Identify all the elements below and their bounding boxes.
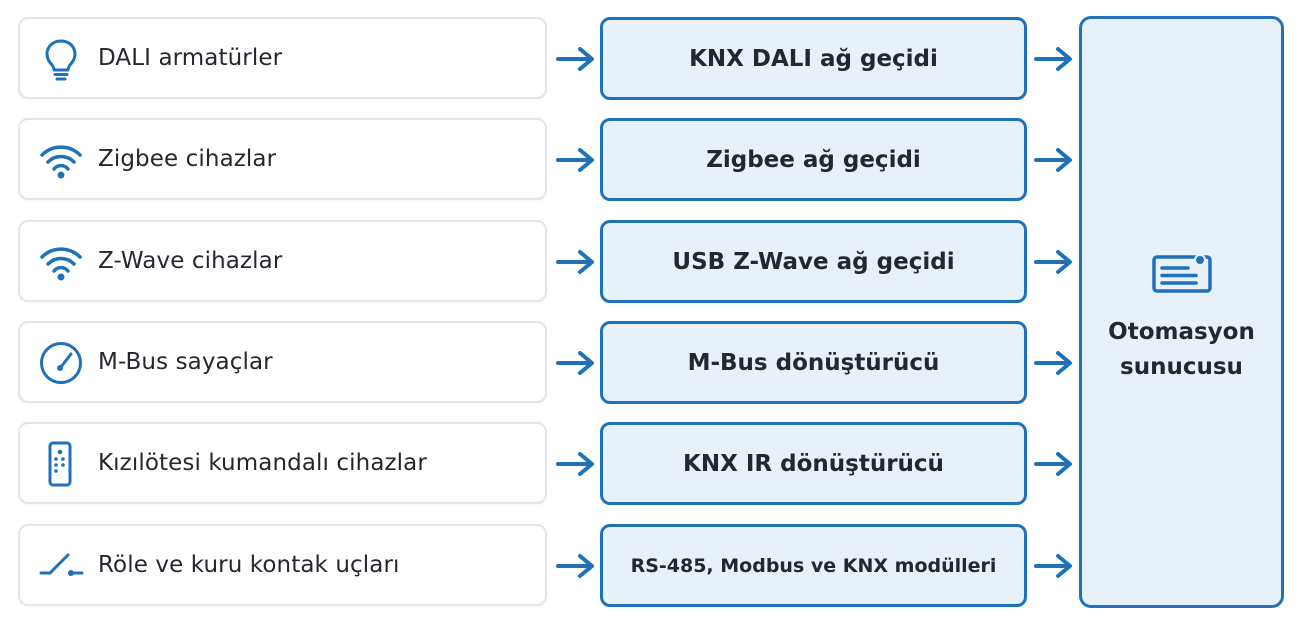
device-zwave: Z-Wave cihazlar	[18, 220, 547, 302]
automation-server: Otomasyon sunucusu	[1079, 16, 1284, 608]
gateway-mbus-converter: M-Bus dönüştürücü	[600, 321, 1027, 404]
arrow-right-icon	[1034, 148, 1072, 172]
switch-contact-icon	[38, 543, 84, 589]
device-label: Zigbee cihazlar	[98, 146, 277, 172]
arrow-right-icon	[1034, 47, 1072, 71]
arrow-right-icon	[556, 452, 594, 476]
lightbulb-icon	[38, 36, 84, 82]
server-label-line2: sunucusu	[1120, 354, 1243, 380]
arrow-right-icon	[1034, 250, 1072, 274]
device-dali: DALI armatürler	[18, 17, 547, 99]
server-label-line1: Otomasyon	[1108, 319, 1255, 345]
device-label: Röle ve kuru kontak uçları	[98, 552, 400, 578]
gateway-knx-dali: KNX DALI ağ geçidi	[600, 17, 1027, 100]
device-label: Kızılötesi kumandalı cihazlar	[98, 450, 427, 476]
meter-gauge-icon	[38, 340, 84, 386]
device-zigbee: Zigbee cihazlar	[18, 118, 547, 200]
device-label: Z-Wave cihazlar	[98, 248, 283, 274]
device-relay: Röle ve kuru kontak uçları	[18, 524, 547, 606]
arrow-right-icon	[1034, 554, 1072, 578]
server-icon	[1152, 254, 1212, 293]
gateway-rs485-modbus-knx-modules: RS-485, Modbus ve KNX modülleri	[600, 524, 1027, 607]
arrow-right-icon	[556, 250, 594, 274]
device-label: M-Bus sayaçlar	[98, 349, 273, 375]
gateway-zigbee: Zigbee ağ geçidi	[600, 118, 1027, 201]
server-label: Otomasyon sunucusu	[1082, 315, 1281, 385]
arrow-right-icon	[556, 351, 594, 375]
gateway-usb-zwave: USB Z-Wave ağ geçidi	[600, 220, 1027, 303]
gateway-knx-ir-converter: KNX IR dönüştürücü	[600, 422, 1027, 505]
wifi-icon	[38, 137, 84, 183]
device-ir: Kızılötesi kumandalı cihazlar	[18, 422, 547, 504]
arrow-right-icon	[556, 47, 594, 71]
device-mbus: M-Bus sayaçlar	[18, 321, 547, 403]
arrow-right-icon	[1034, 351, 1072, 375]
arrow-right-icon	[556, 554, 594, 578]
arrow-right-icon	[1034, 452, 1072, 476]
remote-control-icon	[38, 441, 84, 487]
wifi-icon	[38, 239, 84, 285]
arrow-right-icon	[556, 148, 594, 172]
device-label: DALI armatürler	[98, 45, 283, 71]
